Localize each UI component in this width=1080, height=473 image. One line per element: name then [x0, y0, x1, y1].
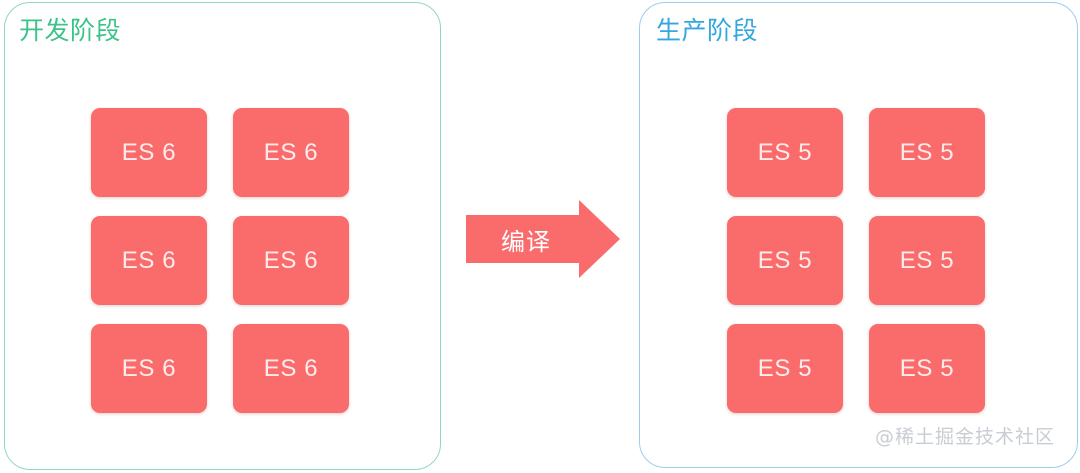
production-stage-panel: 生产阶段 ES 5 ES 5 ES 5 ES 5 ES 5 ES 5 @稀土掘金… [639, 2, 1078, 468]
compile-arrow: 编译 [462, 196, 624, 282]
es5-module-box: ES 5 [727, 324, 843, 413]
arrow-right-icon [466, 200, 620, 278]
es5-module-box: ES 5 [727, 216, 843, 305]
es6-module-box: ES 6 [233, 108, 349, 197]
es6-module-box: ES 6 [91, 324, 207, 413]
development-module-grid: ES 6 ES 6 ES 6 ES 6 ES 6 ES 6 [91, 108, 349, 413]
production-stage-title: 生产阶段 [656, 16, 759, 45]
es6-module-box: ES 6 [91, 108, 207, 197]
production-module-grid: ES 5 ES 5 ES 5 ES 5 ES 5 ES 5 [727, 108, 985, 413]
es5-module-box: ES 5 [869, 216, 985, 305]
es5-module-box: ES 5 [869, 324, 985, 413]
es6-module-box: ES 6 [233, 324, 349, 413]
watermark: @稀土掘金技术社区 [874, 426, 1055, 448]
development-stage-panel: 开发阶段 ES 6 ES 6 ES 6 ES 6 ES 6 ES 6 [4, 2, 441, 470]
development-stage-title: 开发阶段 [19, 16, 122, 45]
es6-module-box: ES 6 [233, 216, 349, 305]
es6-module-box: ES 6 [91, 216, 207, 305]
es5-module-box: ES 5 [869, 108, 985, 197]
es5-module-box: ES 5 [727, 108, 843, 197]
